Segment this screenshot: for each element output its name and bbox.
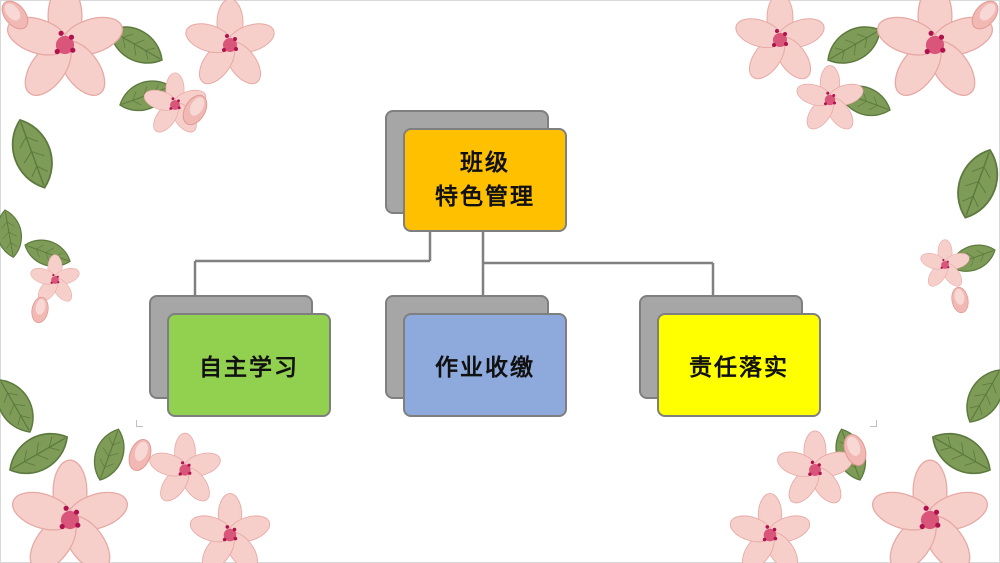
diagram-corner-mark-right: [870, 420, 877, 427]
root-node-line2: 特色管理: [435, 184, 535, 210]
root-node-line1: 班级: [460, 150, 510, 176]
root-node: 班级 特色管理: [403, 128, 567, 232]
child-node-responsibility: 责任落实: [657, 313, 821, 417]
diagram-corner-mark-left: [136, 420, 143, 427]
child-node-homework-collection: 作业收缴: [403, 313, 567, 417]
child-node-self-study: 自主学习: [167, 313, 331, 417]
